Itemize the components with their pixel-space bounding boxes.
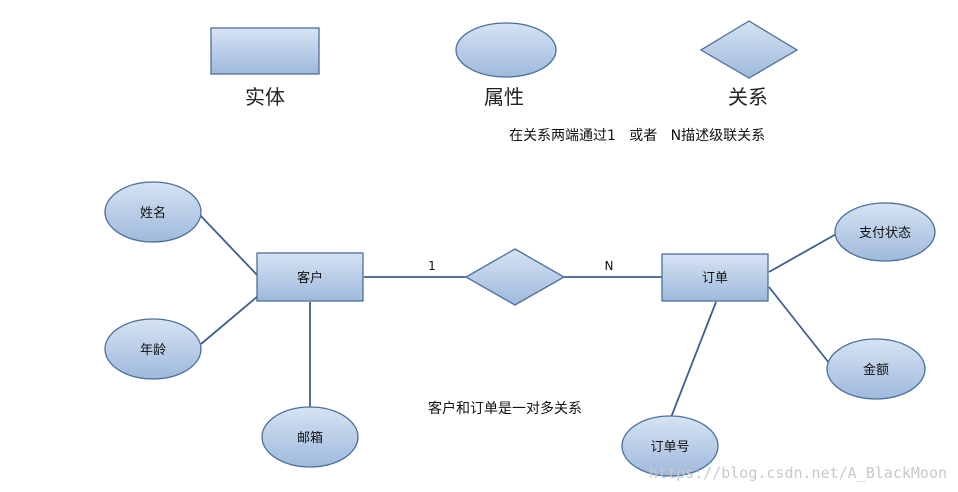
- attribute-amount-label: 金额: [863, 362, 889, 378]
- entity-customer-shape: [256, 252, 364, 302]
- connector-order-payment-status: [768, 232, 839, 273]
- legend-relationship-label: 关系: [728, 85, 768, 109]
- attribute-email-label: 邮箱: [297, 430, 323, 446]
- connector-order-number: [669, 301, 717, 421]
- connector-name-customer: [198, 213, 259, 277]
- entity-order-label: 订单: [702, 271, 728, 286]
- attribute-name-label: 姓名: [140, 205, 166, 221]
- entity-order-shape: [661, 253, 769, 302]
- legend-relationship-shape: [699, 20, 799, 79]
- attribute-age-label: 年龄: [140, 343, 166, 358]
- attribute-payment-status-label: 支付状态: [859, 226, 911, 241]
- legend-cardinality-note: 在关系两端通过1 或者 N描述级联关系: [509, 128, 765, 144]
- watermark: https://blog.csdn.net/A_BlackMoon: [649, 464, 947, 482]
- connector-age-customer: [200, 295, 259, 345]
- legend-attribute-label: 属性: [484, 85, 524, 109]
- connector-order-amount: [768, 286, 834, 369]
- legend-attribute-shape: [455, 22, 557, 78]
- legend-entity-label: 实体: [245, 85, 285, 109]
- attribute-email-shape: [261, 406, 359, 468]
- order-group: 订单 支付状态 金额 订单号: [621, 202, 936, 477]
- legend-entity-shape: [210, 27, 320, 75]
- attribute-name-shape: [104, 181, 202, 243]
- connectors: [198, 213, 839, 421]
- attribute-age-shape: [104, 318, 202, 380]
- relationship-description: 客户和订单是一对多关系: [428, 400, 582, 417]
- relationship-group: 1 N: [428, 248, 614, 306]
- entity-customer-label: 客户: [297, 270, 323, 286]
- attribute-order-number-shape: [621, 415, 719, 477]
- relationship-shape: [464, 248, 566, 306]
- attribute-amount-shape: [826, 338, 926, 400]
- cardinality-right: N: [605, 259, 614, 273]
- cardinality-left: 1: [428, 259, 436, 273]
- attribute-order-number-label: 订单号: [650, 440, 689, 455]
- attribute-payment-status-shape: [834, 202, 936, 262]
- customer-group: 姓名 年龄 邮箱 客户: [104, 181, 364, 468]
- legend: 实体 属性 关系 在关系两端通过1 或者 N描述级联关系: [210, 20, 799, 144]
